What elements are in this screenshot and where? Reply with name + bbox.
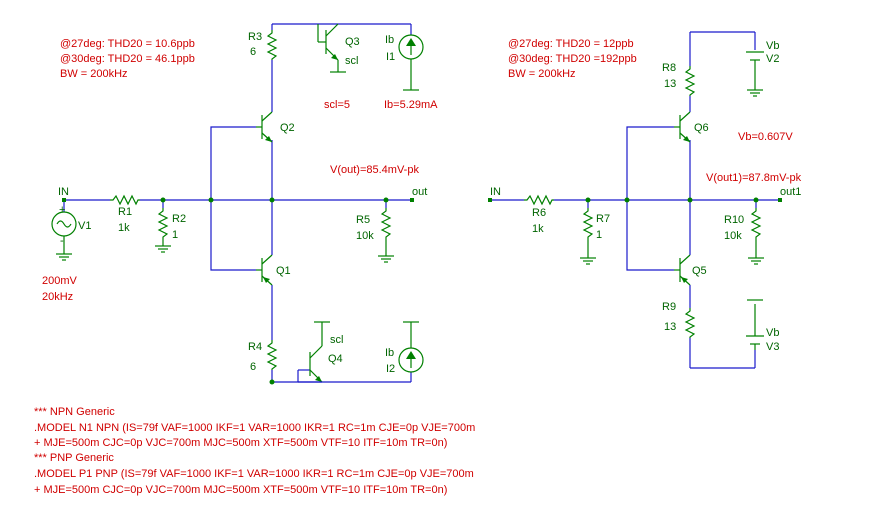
q5-name-label: Q5 [692,265,707,277]
q3-scl-net-label: scl [345,55,358,67]
q2-transistor-symbol [256,111,273,143]
left-vout-annotation: V(out)=85.4mV-pk [330,164,419,176]
v1-plus-label: + [59,204,65,216]
r1-value-label: 1k [118,222,130,234]
r3-name-label: R3 [248,31,262,43]
v3-battery-symbol [746,299,764,350]
in-net-label: IN [58,186,69,198]
i1-current-source-symbol [398,34,424,91]
r9-value-label: 13 [664,321,676,333]
left-thd27-annotation: @27deg: THD20 = 10.6ppb [60,38,195,50]
r2-name-label: R2 [172,213,186,225]
v1-source-symbol [51,211,77,261]
q1-name-label: Q1 [276,265,291,277]
v3-name-label: V3 [766,341,779,353]
i1-net-label: Ib [385,34,394,46]
in1-net-marker [488,198,492,202]
r3-resistor-symbol [266,30,278,60]
r8-value-label: 13 [664,78,676,90]
q4-scl-net-label: scl [330,334,343,346]
left-bw-annotation: BW = 200kHz [60,68,128,80]
vb-annotation: Vb=0.607V [738,131,793,143]
r4-value-label: 6 [250,361,256,373]
left-thd30-annotation: @30deg: THD20 = 46.1ppb [60,53,195,65]
r2-value-label: 1 [172,229,178,241]
r4-resistor-symbol [266,340,278,370]
r2-resistor-symbol [155,208,171,253]
r9-resistor-symbol [684,308,696,338]
q6-transistor-symbol [674,111,691,143]
right-vout-annotation: V(out1)=87.8mV-pk [706,172,802,184]
v2-battery-symbol [746,51,764,97]
model-line: .MODEL N1 NPN (IS=79f VAF=1000 IKF=1 VAR… [34,422,475,434]
q6-name-label: Q6 [694,122,709,134]
i2-name-label: I2 [386,363,395,375]
left-junctions [160,197,389,385]
r6-name-label: R6 [532,207,546,219]
model-line: *** PNP Generic [34,452,114,464]
spice-models: *** NPN Generic .MODEL N1 NPN (IS=79f VA… [34,406,475,496]
model-line: .MODEL P1 PNP (IS=79f VAF=1000 IKF=1 VAR… [34,468,474,480]
v3-net-label: Vb [766,327,779,339]
model-line: *** NPN Generic [34,406,115,418]
q2-name-label: Q2 [280,122,295,134]
r1-name-label: R1 [118,206,132,218]
q3-name-label: Q3 [345,36,360,48]
r8-resistor-symbol [684,66,696,96]
r10-name-label: R10 [724,214,744,226]
in1-net-label: IN [490,186,501,198]
r10-value-label: 10k [724,230,742,242]
r5-resistor-symbol [378,208,394,263]
q1-transistor-symbol [256,254,273,286]
q3-transistor-symbol [317,23,346,73]
r10-resistor-symbol [748,208,764,265]
i2-net-label: Ib [385,347,394,359]
out-net-label: out [412,186,427,198]
right-bw-annotation: BW = 200kHz [508,68,576,80]
r4-name-label: R4 [248,341,262,353]
r7-name-label: R7 [596,213,610,225]
out1-net-label: out1 [780,186,801,198]
v1-amplitude-annotation: 200mV [42,275,78,287]
right-junctions [585,197,759,203]
v1-frequency-annotation: 20kHz [42,291,73,303]
model-line: + MJE=500m CJC=0p VJC=700m MJC=500m XTF=… [34,484,447,496]
r5-name-label: R5 [356,214,370,226]
right-thd27-annotation: @27deg: THD20 = 12ppb [508,38,634,50]
i1-name-label: I1 [386,51,395,63]
r8-name-label: R8 [662,62,676,74]
q5-transistor-symbol [674,254,691,286]
r5-value-label: 10k [356,230,374,242]
right-thd30-annotation: @30deg: THD20 =192ppb [508,53,637,65]
v2-name-label: V2 [766,53,779,65]
r6-resistor-symbol [524,194,554,206]
r3-value-label: 6 [250,46,256,58]
r6-value-label: 1k [532,223,544,235]
v1-minus-label: - [60,235,64,247]
left-circuit: @27deg: THD20 = 10.6ppb @30deg: THD20 = … [42,23,438,385]
r1-resistor-symbol [110,194,140,206]
q4-name-label: Q4 [328,353,343,365]
q4-transistor-symbol [298,321,330,383]
out-net-marker [410,198,414,202]
i2-current-source-symbol [398,321,424,373]
in-net-marker [62,198,66,202]
model-line: + MJE=500m CJC=0p VJC=700m MJC=500m XTF=… [34,437,447,449]
r9-name-label: R9 [662,301,676,313]
scl-annotation: scl=5 [324,99,350,111]
r7-resistor-symbol [580,208,596,265]
ib-annotation: Ib=5.29mA [384,99,438,111]
r7-value-label: 1 [596,229,602,241]
v2-net-label: Vb [766,40,779,52]
v1-name-label: V1 [78,220,91,232]
out1-net-marker [778,198,782,202]
right-circuit: @27deg: THD20 = 12ppb @30deg: THD20 =192… [488,31,802,369]
